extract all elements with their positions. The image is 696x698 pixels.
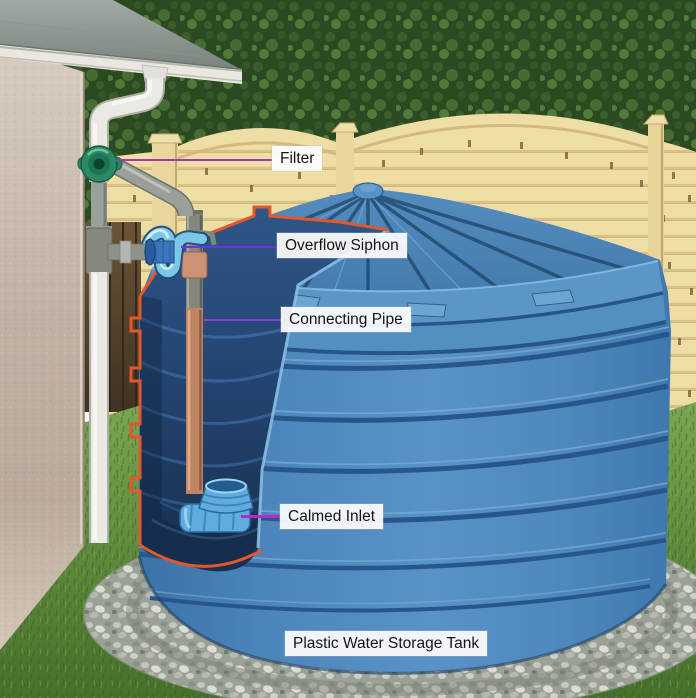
connecting-pipe — [181, 210, 208, 494]
connecting-pipe-leader-line — [204, 319, 281, 321]
calmed-inlet-leader-line — [241, 515, 280, 518]
tank-caption-label: Plastic Water Storage Tank — [285, 631, 488, 656]
downpipe-assembly — [77, 78, 195, 543]
water-storage-tank — [129, 182, 671, 675]
overflow-siphon-leader-line — [181, 246, 277, 248]
pipe-coupling — [119, 240, 132, 264]
filter-label: Filter — [272, 146, 323, 171]
connecting-pipe-label: Connecting Pipe — [281, 307, 411, 332]
lid-apex-cap-top — [360, 184, 376, 192]
calmed-inlet-label: Calmed Inlet — [280, 504, 384, 529]
rainwater-filter — [77, 145, 123, 183]
overflow-siphon-label: Overflow Siphon — [277, 233, 407, 258]
filter-leader-line — [116, 159, 272, 161]
calmed-inlet — [179, 478, 254, 533]
house — [0, 0, 243, 650]
